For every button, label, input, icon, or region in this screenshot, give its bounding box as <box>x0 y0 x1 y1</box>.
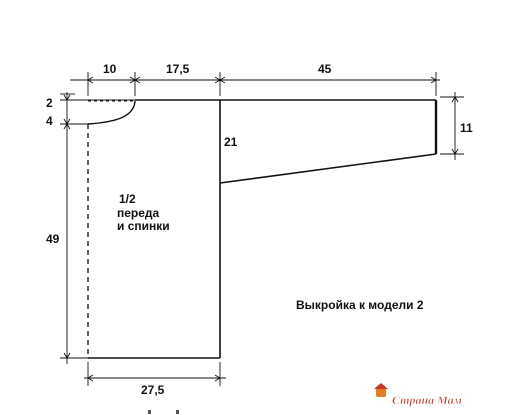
pattern-outline <box>87 99 438 359</box>
pattern-title: Выкройка к модели 2 <box>296 298 424 312</box>
dim-shoulder-drop: 2 <box>46 96 53 110</box>
cropped-caption-fragment <box>148 410 179 414</box>
dim-bottom-width: 27,5 <box>141 383 165 397</box>
dim-armhole-depth: 21 <box>224 135 238 149</box>
dim-sleeve-cuff: 11 <box>460 121 473 135</box>
watermark-icon <box>376 388 386 397</box>
dim-shoulder-width: 17,5 <box>166 62 190 76</box>
sleeve-underarm-line <box>219 153 437 184</box>
piece-label-line-2: переда <box>117 206 160 220</box>
piece-label-line-1: 1/2 <box>119 192 136 206</box>
watermark-text: Страна Мам <box>392 393 462 407</box>
dim-neck-width: 10 <box>103 62 117 76</box>
dim-body-length: 49 <box>46 232 60 246</box>
site-watermark: Страна Мам <box>374 383 462 407</box>
piece-label: 1/2 переда и спинки <box>117 192 170 233</box>
dim-sleeve-length: 45 <box>318 62 332 76</box>
neckline-curve <box>87 100 136 125</box>
watermark-icon-roof <box>374 383 388 389</box>
dimension-lines <box>60 72 464 386</box>
dim-neck-depth: 4 <box>46 114 53 128</box>
piece-label-line-3: и спинки <box>117 219 170 233</box>
dimension-labels: 10 17,5 45 2 4 11 21 49 27,5 <box>46 62 473 397</box>
